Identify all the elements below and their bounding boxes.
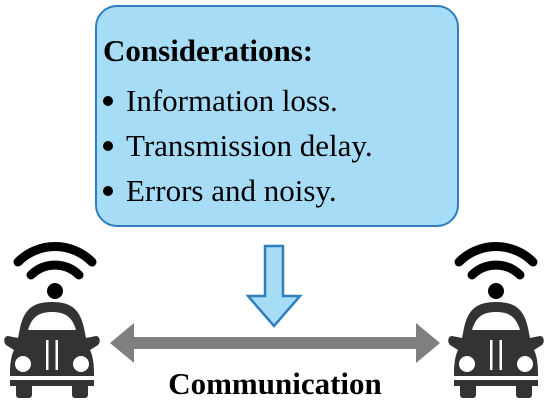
communication-label: Communication <box>168 366 382 401</box>
car-icon <box>448 302 544 398</box>
considerations-box <box>95 5 459 227</box>
bidirectional-arrow-icon <box>110 323 440 363</box>
list-item: Information loss. <box>103 78 373 123</box>
list-item: Transmission delay. <box>103 123 373 168</box>
considerations-list: Information loss. Transmission delay. Er… <box>103 78 373 213</box>
list-item-label: Errors and noisy. <box>126 173 337 208</box>
car-icon <box>4 302 100 398</box>
wifi-icon <box>454 242 538 299</box>
bullet-icon <box>103 140 113 151</box>
list-item-label: Information loss. <box>126 83 338 118</box>
list-item: Errors and noisy. <box>103 168 373 213</box>
down-arrow-icon <box>246 244 303 328</box>
wifi-icon <box>13 242 97 299</box>
bullet-icon <box>103 185 113 196</box>
list-item-label: Transmission delay. <box>126 128 373 163</box>
considerations-title: Considerations: <box>103 33 314 68</box>
bullet-icon <box>103 95 113 106</box>
